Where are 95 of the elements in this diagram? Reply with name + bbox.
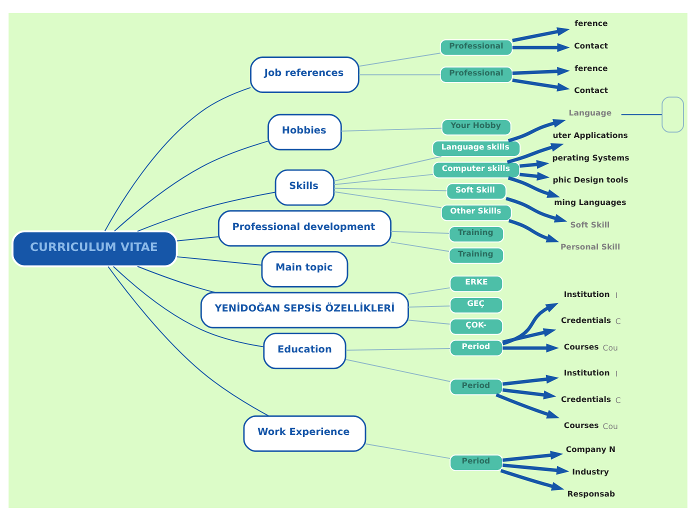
- arrow: [502, 328, 556, 344]
- node-box: Training: [448, 246, 504, 264]
- node-text: ference: [574, 18, 608, 28]
- connector: [358, 74, 441, 75]
- connector: [408, 319, 450, 324]
- node-box: Skills: [274, 168, 335, 206]
- arrow: [502, 343, 559, 352]
- connector: [137, 191, 276, 232]
- node-box: Other Skills: [440, 204, 512, 221]
- node-text: Courses: [564, 420, 599, 430]
- node-box: Professional development: [218, 210, 392, 246]
- node-label: I: [615, 290, 618, 300]
- node-box: ERKE: [450, 275, 504, 292]
- connector: [112, 266, 264, 347]
- node-text: phic Design tools: [552, 175, 628, 184]
- node-box: Computer skills: [432, 161, 520, 178]
- connector: [408, 304, 450, 308]
- connector: [137, 265, 216, 292]
- arrow: [512, 42, 570, 52]
- arrow: [502, 374, 559, 386]
- node-box: Soft Skill: [446, 182, 507, 200]
- connector: [358, 52, 441, 66]
- connector: [340, 127, 442, 132]
- connector: [390, 241, 450, 252]
- connector: [114, 140, 268, 232]
- node-box: Education: [263, 332, 346, 369]
- node-text: uter Applications: [552, 130, 628, 140]
- node-box: Work Experience: [243, 414, 366, 452]
- node-box: Period: [450, 454, 504, 471]
- node-box: Period: [450, 339, 504, 356]
- node-text: Credentials: [560, 316, 612, 325]
- arrow: [506, 142, 564, 164]
- arrow: [502, 450, 564, 462]
- node-box: Language skills: [432, 140, 521, 156]
- node-box: ÇOK-: [450, 318, 504, 334]
- connector: [390, 230, 450, 234]
- connector: [365, 442, 451, 458]
- node-label: I: [615, 369, 618, 378]
- node-box: Job references: [250, 56, 360, 92]
- node-label: Cou: [602, 342, 618, 352]
- node-text: Institution: [564, 289, 610, 298]
- node-label: C: [615, 316, 621, 326]
- node-box: YENİDOĞAN SEPSİS ÖZELLİKLERİ: [200, 291, 410, 328]
- connector: [345, 358, 450, 382]
- node-text: Language: [568, 108, 612, 117]
- node-box: Hobbies: [268, 113, 342, 150]
- connector: [108, 266, 270, 416]
- arrow: [512, 26, 570, 42]
- arrow: [508, 118, 566, 142]
- connector: [176, 256, 262, 266]
- node-text: Industry: [572, 466, 609, 476]
- node-text: Company N: [566, 444, 616, 454]
- node-box: Your Hobby: [441, 118, 512, 136]
- connector: [620, 114, 662, 115]
- node-text: perating Systems: [552, 152, 630, 162]
- node-text: Contact: [574, 86, 608, 95]
- node-text: Personal Skill: [560, 242, 620, 252]
- node-box: Professional: [440, 66, 513, 83]
- node-box: Professional: [440, 38, 513, 56]
- arrow: [506, 196, 568, 222]
- node-text: ming Languages: [554, 197, 626, 206]
- arrow: [502, 462, 570, 474]
- arrow: [496, 392, 560, 418]
- node-text: Credentials: [560, 394, 612, 404]
- node-label: Cou: [602, 422, 618, 431]
- connector: [334, 155, 442, 182]
- node-box: Period: [450, 378, 504, 395]
- node-text: Courses: [564, 342, 599, 351]
- arrow: [520, 171, 550, 180]
- node-text: Contact: [574, 40, 608, 50]
- arrow: [508, 176, 560, 198]
- connector: [334, 187, 448, 191]
- node-text: Institution: [564, 368, 610, 378]
- connector: [104, 86, 252, 232]
- node-box: Main topic: [261, 250, 348, 287]
- arrow: [500, 468, 564, 490]
- connector: [176, 236, 219, 241]
- arrow: [512, 78, 570, 92]
- arrow: [502, 302, 559, 345]
- node-text: Soft Skill: [570, 220, 610, 229]
- connector: [408, 286, 450, 294]
- arrow: [508, 218, 560, 242]
- arrow: [502, 388, 556, 399]
- node-box: CURRICULUM VITAE: [12, 230, 178, 267]
- arrow: [520, 160, 550, 168]
- node-text: Responsab: [567, 489, 616, 498]
- connector: [334, 173, 434, 185]
- node-label: C: [615, 395, 621, 404]
- node-text: ference: [574, 63, 608, 72]
- arrow: [512, 66, 570, 76]
- node-box: [662, 96, 684, 132]
- connector: [334, 190, 442, 208]
- node-box: Training: [448, 225, 504, 242]
- connector: [345, 347, 450, 350]
- node-box: GEÇ: [450, 296, 504, 313]
